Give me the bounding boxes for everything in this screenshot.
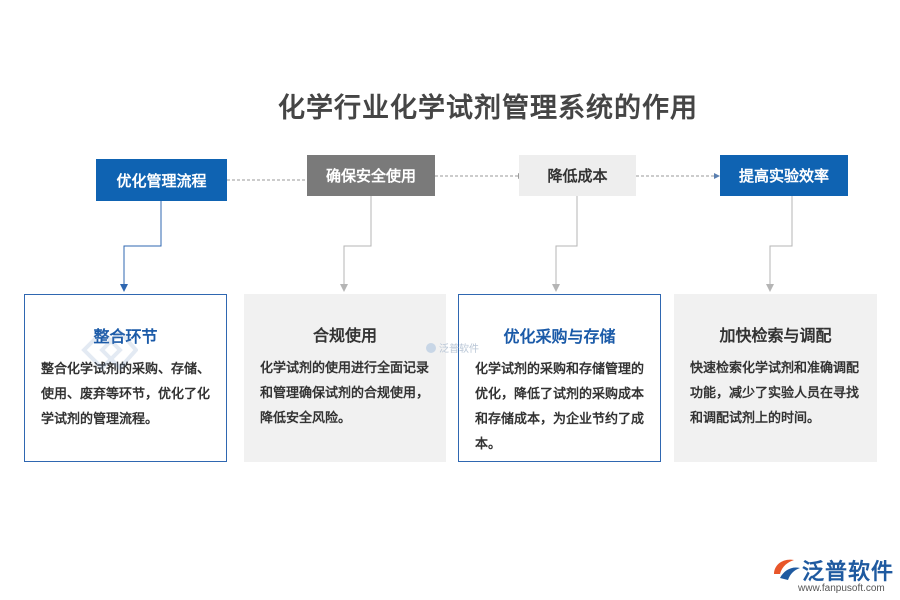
step-label: 提高实验效率 <box>738 167 829 185</box>
watermark-text: 泛普软件 <box>426 340 479 355</box>
watermark-label: 泛普软件 <box>439 344 479 355</box>
card-body: 整合化学试剂的采购、存储、使用、废弃等环节，优化了化学试剂的管理流程。 <box>41 362 211 427</box>
card-integrate: 整合环节 整合化学试剂的采购、存储、使用、废弃等环节，优化了化学试剂的管理流程。 <box>24 294 227 462</box>
card-compliance: 合规使用 化学试剂的使用进行全面记录和管理确保试剂的合规使用，降低安全风险。 <box>244 294 446 462</box>
card-retrieval: 加快检索与调配 快速检索化学试剂和准确调配功能，减少了实验人员在寻找和调配试剂上… <box>674 294 877 462</box>
step-label: 确保安全使用 <box>325 167 416 185</box>
brand-logo: 泛普软件 www.fanpusoft.com <box>770 554 896 598</box>
fanpu-logo-icon <box>774 559 800 580</box>
page-title: 化学行业化学试剂管理系统的作用 <box>278 93 698 124</box>
card-title: 合规使用 <box>312 326 377 345</box>
step-improve-efficiency: 提高实验效率 <box>720 155 848 196</box>
card-body: 化学试剂的采购和存储管理的优化，降低了试剂的采购成本和存储成本，为企业节约了成本… <box>475 362 645 452</box>
brand-name: 泛普软件 <box>802 560 895 585</box>
brand-url: www.fanpusoft.com <box>798 583 885 594</box>
card-title: 整合环节 <box>93 327 158 346</box>
watermark-dot-icon <box>426 342 436 353</box>
step-reduce-cost: 降低成本 <box>519 155 636 196</box>
card-title: 优化采购与存储 <box>503 327 616 346</box>
step-optimize-process: 优化管理流程 <box>96 159 227 201</box>
card-body: 快速检索化学试剂和准确调配功能，减少了实验人员在寻找和调配试剂上的时间。 <box>690 361 860 426</box>
step-ensure-safety: 确保安全使用 <box>307 155 435 196</box>
card-body: 化学试剂的使用进行全面记录和管理确保试剂的合规使用，降低安全风险。 <box>260 361 430 426</box>
step-label: 优化管理流程 <box>116 171 207 190</box>
watermark-logo-icon <box>81 329 138 371</box>
step-label: 降低成本 <box>547 167 608 185</box>
card-title: 加快检索与调配 <box>719 326 832 345</box>
card-procurement: 优化采购与存储 化学试剂的采购和存储管理的优化，降低了试剂的采购成本和存储成本，… <box>458 294 661 462</box>
